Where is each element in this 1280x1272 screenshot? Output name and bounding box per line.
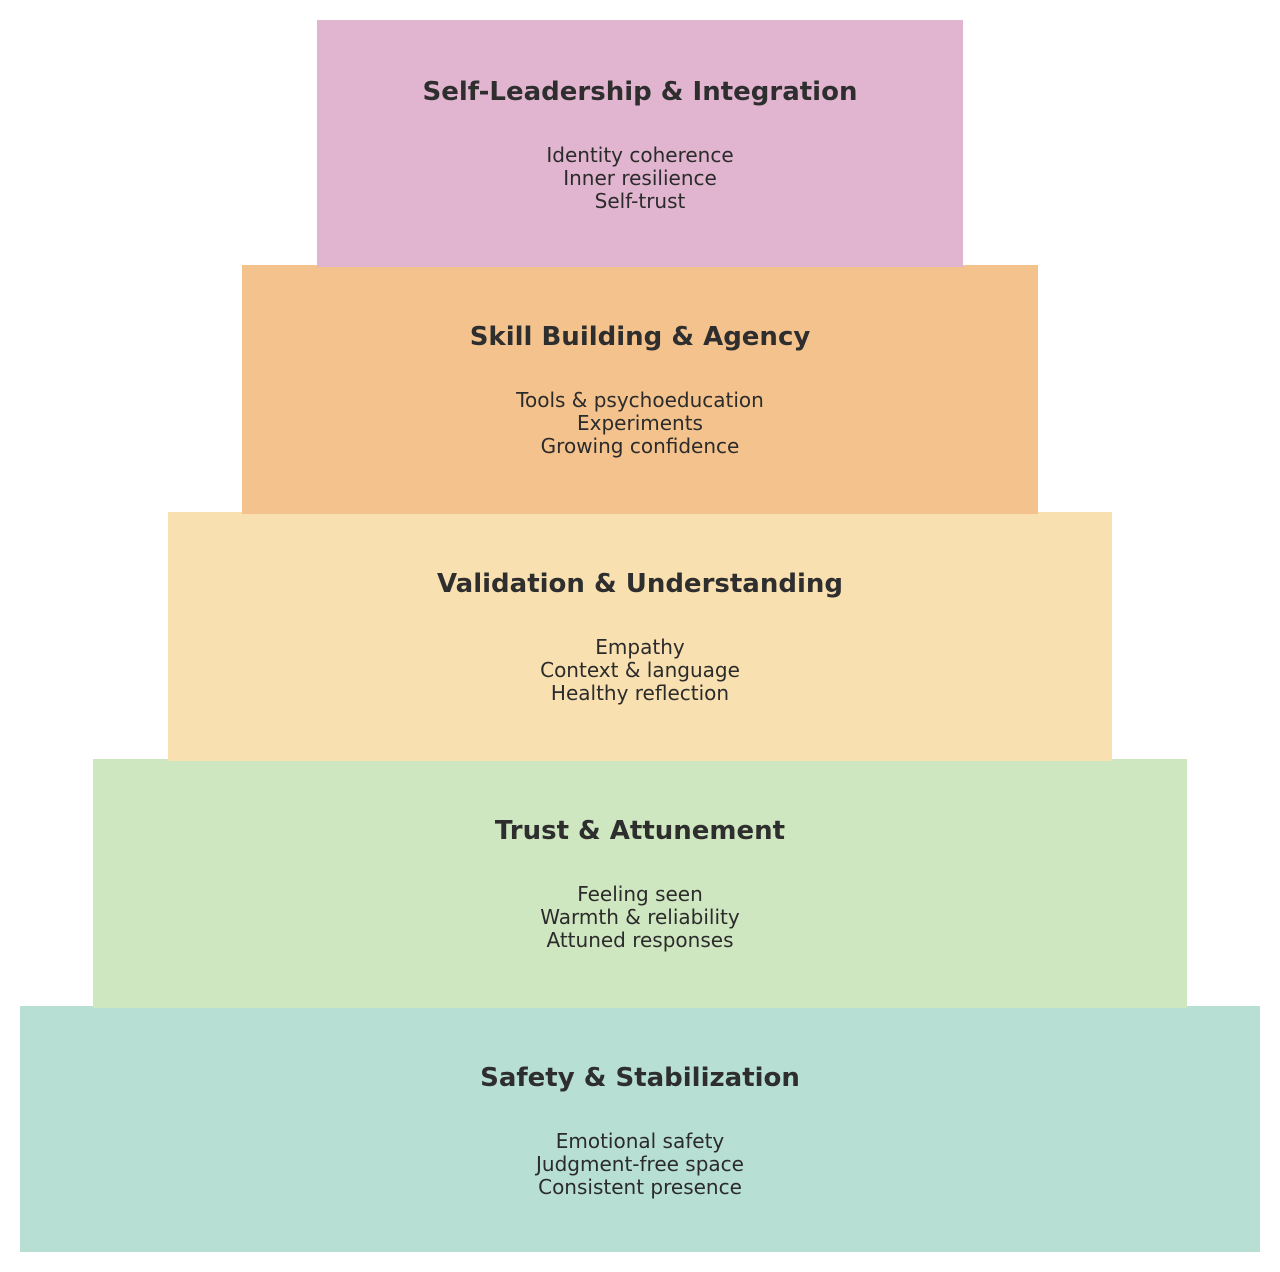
tier-items: Tools & psychoeducation Experiments Grow… [242, 388, 1038, 459]
tier-item: Growing confidence [540, 434, 740, 459]
tier-items: Identity coherence Inner resilience Self… [317, 143, 963, 214]
tier-validation-understanding: Validation & Understanding Empathy Conte… [168, 512, 1112, 761]
tier-item: Empathy [595, 635, 685, 659]
tier-title: Skill Building & Agency [469, 322, 811, 352]
tier-item: Self-trust [594, 189, 686, 214]
tier-title: Trust & Attunement [494, 816, 786, 846]
tier-item: Experiments [577, 411, 703, 436]
tier-trust-attunement: Trust & Attunement Feeling seen Warmth &… [93, 759, 1187, 1008]
tier-items: Emotional safety Judgment-free space Con… [20, 1129, 1260, 1200]
tier-safety-stabilization: Safety & Stabilization Emotional safety … [20, 1006, 1260, 1252]
tier-item: Feeling seen [577, 882, 703, 906]
tier-title: Validation & Understanding [436, 569, 843, 599]
tier-item: Judgment-free space [536, 1152, 744, 1177]
tier-item: Consistent presence [538, 1175, 742, 1200]
tier-item: Emotional safety [555, 1129, 725, 1153]
tier-item: Healthy reflection [550, 681, 730, 706]
tier-item: Identity coherence [546, 143, 734, 167]
tier-item: Context & language [540, 658, 740, 683]
tier-item: Attuned responses [546, 928, 734, 953]
tier-item: Inner resilience [563, 166, 717, 191]
tier-title: Self-Leadership & Integration [422, 77, 858, 107]
tier-items: Feeling seen Warmth & reliability Attune… [93, 882, 1187, 953]
tier-items: Empathy Context & language Healthy refle… [168, 635, 1112, 706]
tier-item: Tools & psychoeducation [516, 388, 764, 412]
tier-item: Warmth & reliability [540, 905, 740, 930]
tier-self-leadership-integration: Self-Leadership & Integration Identity c… [317, 20, 963, 267]
tier-title: Safety & Stabilization [480, 1063, 800, 1093]
tier-skill-building-agency: Skill Building & Agency Tools & psychoed… [242, 265, 1038, 514]
